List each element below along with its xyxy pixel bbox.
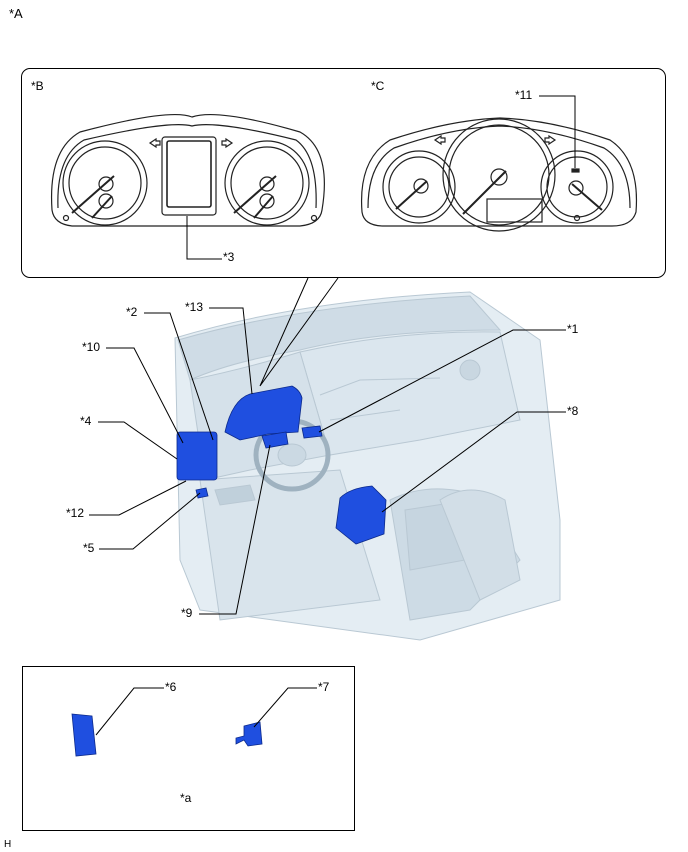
leader-7	[253, 687, 317, 728]
callout-2: *2	[126, 305, 138, 319]
callout-3: *3	[223, 250, 235, 264]
cluster-inset-box	[21, 68, 666, 278]
callout-4: *4	[80, 414, 92, 428]
cluster-pointer	[259, 277, 339, 387]
leader-1	[318, 329, 566, 433]
callout-12: *12	[66, 506, 85, 520]
connector-component	[195, 487, 209, 499]
switch-component	[301, 425, 323, 439]
leader-9	[199, 444, 271, 615]
callout-5: *5	[83, 541, 95, 555]
leader-12	[89, 480, 187, 516]
callout-1: *1	[567, 322, 579, 336]
callout-6: *6	[165, 680, 177, 694]
leader-6	[95, 687, 164, 736]
combination-meter-component	[224, 385, 303, 441]
leader-11	[539, 95, 576, 168]
leader-13	[209, 307, 253, 395]
blue-components	[71, 385, 387, 757]
callout-7: *7	[318, 680, 330, 694]
callout-13: *13	[185, 300, 204, 314]
module-7-component	[235, 721, 263, 747]
leader-5	[99, 492, 201, 550]
callout-8: *8	[567, 404, 579, 418]
body-ecu-component	[176, 431, 218, 481]
inset-a-label: *a	[180, 791, 192, 805]
dashboard-illustration	[174, 291, 561, 641]
leader-lines	[89, 95, 576, 736]
leader-10	[106, 347, 184, 444]
leader-2	[144, 312, 214, 441]
footer-code: H	[4, 839, 12, 850]
callout-9: *9	[181, 606, 193, 620]
view-label: *A	[9, 6, 23, 21]
callout-11: *11	[515, 88, 533, 102]
leader-3	[186, 216, 222, 260]
instrument-cluster-c	[360, 117, 638, 232]
inset-b-label: *B	[31, 79, 44, 93]
leader-8	[381, 411, 566, 513]
steering-sensor-component	[261, 431, 289, 449]
callout-10: *10	[82, 340, 101, 354]
inset-c-label: *C	[371, 79, 385, 93]
shift-lever-component	[335, 485, 387, 545]
module-6-component	[71, 713, 97, 757]
instrument-cluster-b	[50, 113, 325, 227]
leader-4	[98, 421, 178, 460]
